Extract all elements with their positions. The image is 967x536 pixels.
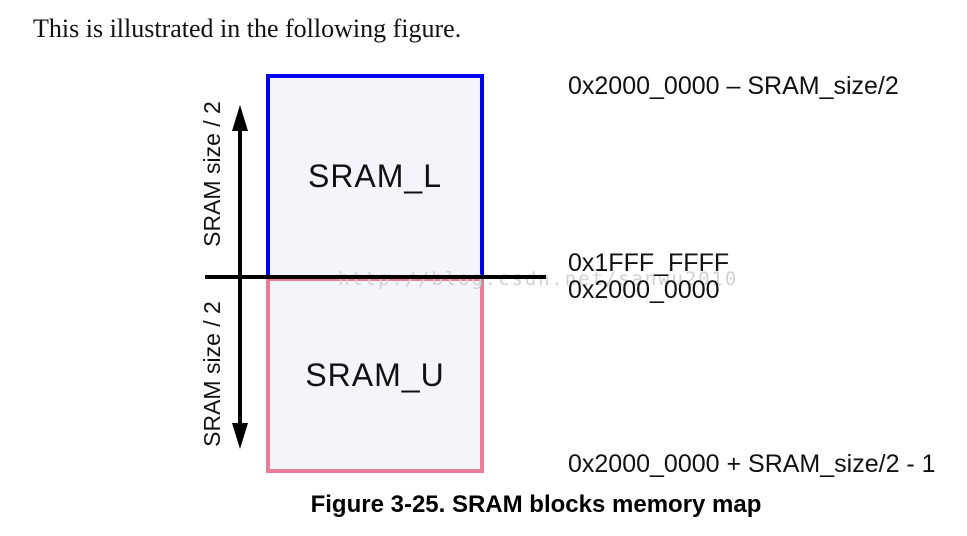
watermark-text: http://blog.csdn.net/sanwu2010 [338,268,739,290]
figure-caption: Figure 3-25. SRAM blocks memory map [310,491,762,518]
sram-u-block: SRAM_U [266,277,484,473]
arrow-up-icon [232,105,248,131]
sram-l-block: SRAM_L [266,74,484,279]
address-label-top: 0x2000_0000 – SRAM_size/2 [568,72,899,100]
lower-size-label: SRAM size / 2 [199,301,225,447]
sram-l-label: SRAM_L [307,158,443,194]
address-label-bottom: 0x2000_0000 + SRAM_size/2 - 1 [568,450,936,478]
address-label-boundary-lower: 0x2000_0000 [568,276,720,304]
sram-u-label: SRAM_U [305,356,445,393]
address-label-boundary-upper: 0x1FFF_FFFF [568,249,730,277]
upper-size-label: SRAM size / 2 [199,101,225,247]
intro-text: This is illustrated in the following fig… [33,14,462,43]
arrow-down-icon [232,423,248,449]
